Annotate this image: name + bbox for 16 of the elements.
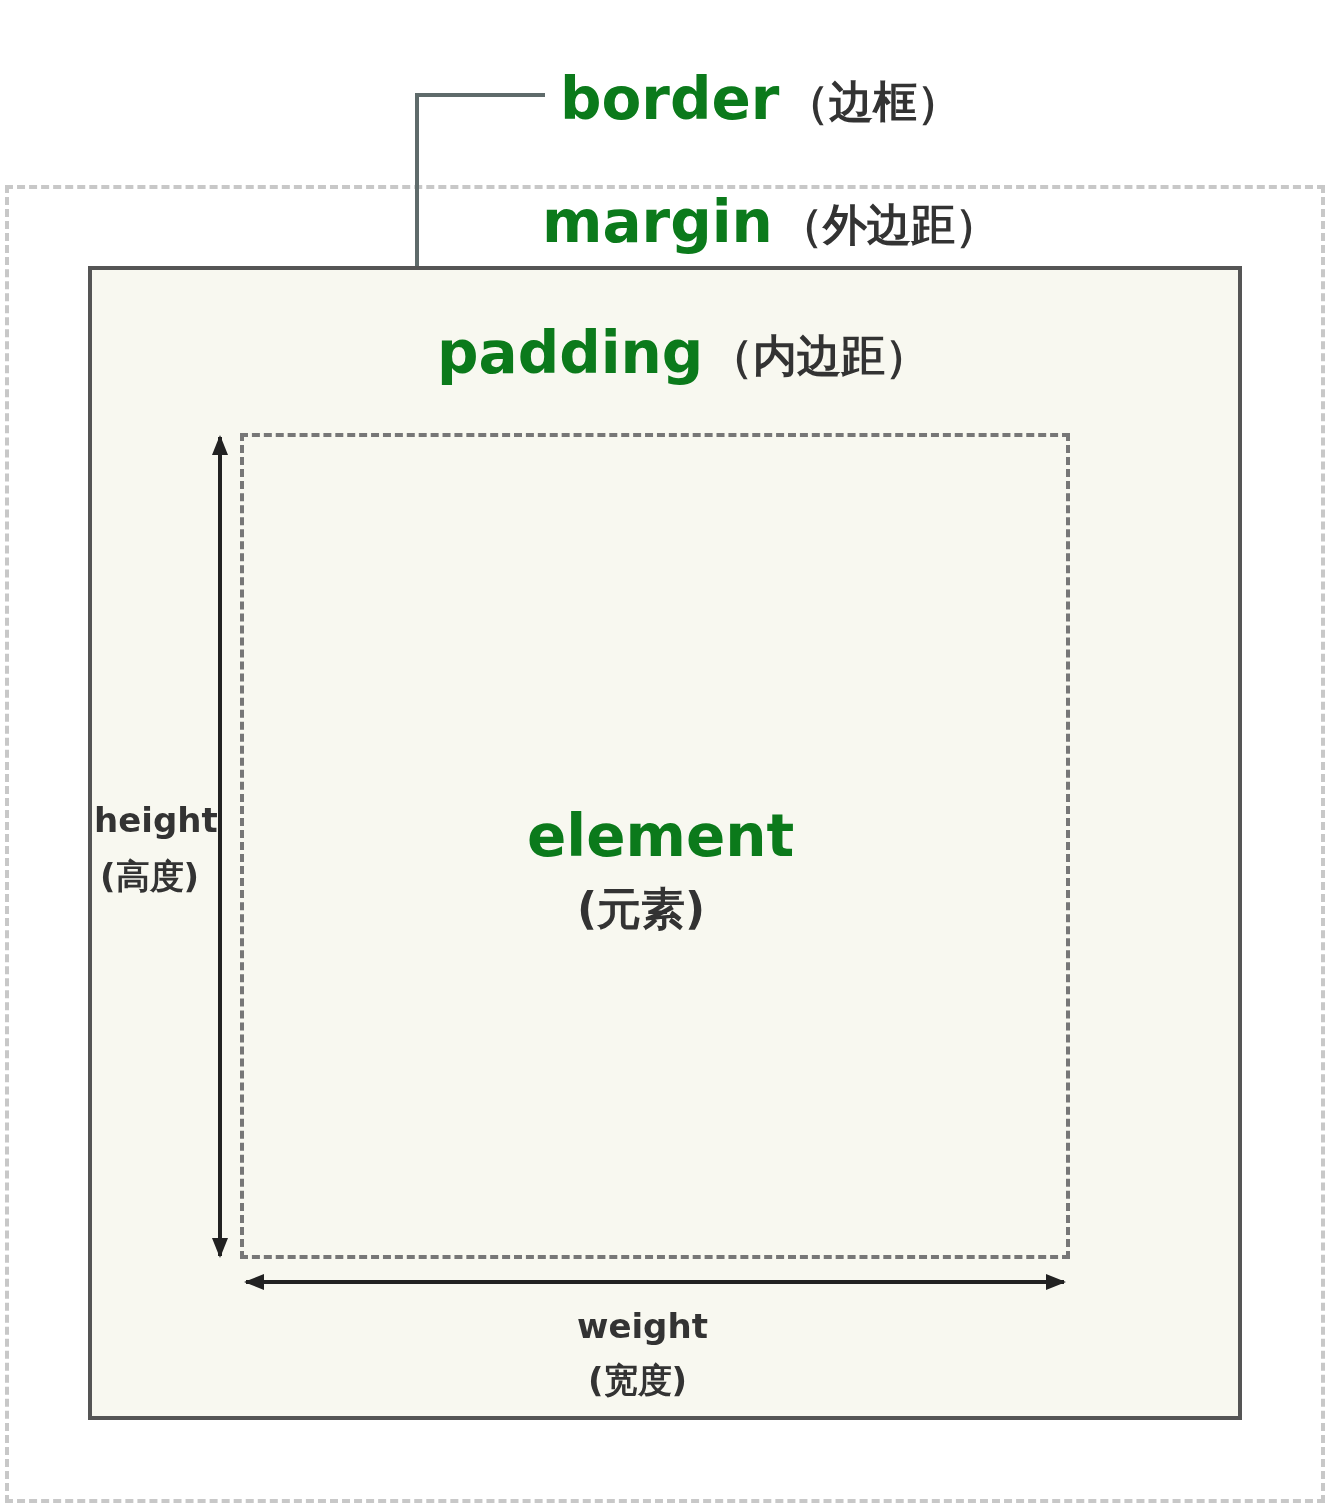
term-label: margin <box>542 191 773 255</box>
margin-area <box>5 185 1325 1503</box>
chinese-label: (元素) <box>577 885 706 934</box>
chinese-label: （边框） <box>785 78 961 127</box>
chinese-label: (高度) <box>100 856 200 897</box>
dimension-label: height <box>94 800 218 841</box>
term-label: border <box>560 68 780 132</box>
dimension-label: weight <box>577 1306 708 1347</box>
element-box <box>240 433 1070 1259</box>
chinese-label: （外边距） <box>779 201 999 250</box>
term-label: padding <box>437 322 704 386</box>
border-box <box>88 266 1242 1420</box>
leader-line <box>415 93 545 266</box>
chinese-label: （内边距） <box>709 332 929 381</box>
chinese-label: (宽度) <box>588 1360 688 1401</box>
term-label: element <box>527 805 795 869</box>
